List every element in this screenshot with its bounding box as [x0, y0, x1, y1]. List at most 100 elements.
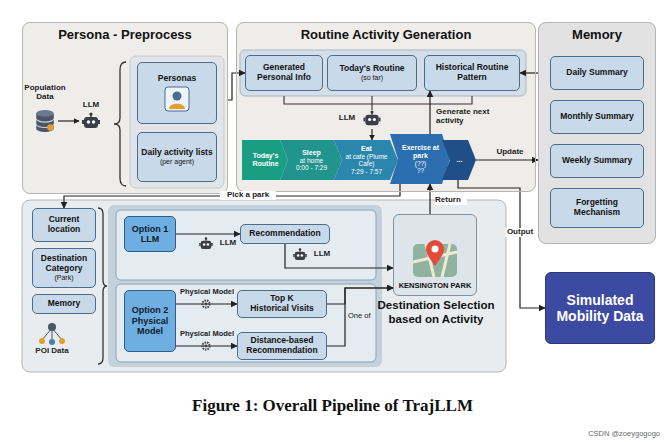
map-icon: [412, 238, 458, 278]
box-text: at home: [300, 157, 324, 164]
process-box: Personas: [137, 62, 217, 124]
box-text: (so far): [361, 74, 383, 82]
chevron-shape: [334, 140, 398, 180]
process-box: Distance-basedRecommendation: [237, 332, 327, 360]
panel: MemoryDaily SummaryMonthly SummaryWeekly…: [538, 22, 656, 244]
database-icon: [36, 110, 53, 132]
persona-icon: [169, 104, 185, 109]
group-ground: [240, 50, 526, 96]
input-box: Destination Category(Park): [32, 248, 96, 288]
box-text: Today's Routine: [339, 64, 404, 74]
box-text: Historical Routine Pattern: [428, 63, 516, 83]
timeline-step: Exercise at park(??)??: [390, 134, 450, 184]
panel-heading: Memory: [539, 23, 655, 42]
panel-heading: Destination Selection based on Activity: [368, 299, 504, 327]
timeline-step: Sleepat home0:00 - 7:29: [280, 140, 342, 180]
map-box: KENSINGTON PARKDestination Selection bas…: [393, 214, 477, 296]
llm-icon: [199, 237, 213, 249]
llm-icon: [363, 110, 380, 125]
icon-label: LLM: [334, 114, 360, 123]
icon-label: LLM: [79, 101, 103, 110]
group-ground: [108, 205, 382, 367]
box-text: KENSINGTON PARK: [399, 281, 472, 290]
box-text: Option 1: [132, 224, 169, 234]
timeline-step: Today's Routine: [242, 140, 288, 180]
output-box: Simulated Mobility Data: [545, 272, 655, 344]
icon-label: POI Data: [28, 347, 76, 356]
panel-ground: [236, 22, 536, 192]
chevron-shape: [242, 140, 288, 180]
box-text: LLM: [141, 234, 160, 244]
box-text: Memory: [48, 299, 81, 309]
map-pin: [432, 246, 439, 253]
persona-icon: [173, 92, 182, 101]
box-text: ...: [457, 156, 463, 164]
timeline-step: Eatat cafe (Plume Cafe)7:29 - 7:57: [334, 140, 398, 180]
chevron-shape: [442, 140, 476, 180]
connector: [64, 184, 400, 208]
watermark: CSDN @zoeygogogo: [545, 430, 660, 438]
box-text: 0:00 - 7:29: [296, 164, 327, 171]
box-text: (??): [415, 160, 427, 167]
box-text: Recommendation: [246, 346, 317, 356]
process-box: Today's Routine(so far): [327, 55, 417, 91]
option-box: Option 2Physical Model: [124, 290, 176, 352]
figure-caption: Figure 1: Overall Pipeline of TrajLLM: [0, 396, 665, 416]
connector: [327, 288, 393, 346]
chevron-shape: [390, 134, 450, 184]
edge-label: Output: [505, 228, 535, 237]
connector: [476, 159, 538, 160]
process-box: Recommendation: [240, 224, 330, 244]
panel: Persona - PreprocessPersonasDaily activi…: [22, 22, 228, 194]
flow-arrow: [371, 129, 372, 140]
box-text: Simulated Mobility Data: [549, 292, 651, 324]
box-text: Forgetting Mechanism: [554, 198, 640, 218]
process-box: Historical Routine Pattern: [424, 55, 520, 91]
edge-label: Pick a park: [220, 191, 276, 200]
process-box: Top KHistorical Visits: [237, 290, 327, 318]
box-text: 7:29 - 7:57: [351, 168, 382, 175]
box-text: Option 2: [132, 305, 169, 315]
box-text: Weekly Summary: [562, 156, 632, 166]
connector: [285, 244, 393, 268]
flow-arrow: [58, 120, 79, 121]
poi-icon: [39, 323, 65, 345]
option-box: Option 1LLM: [124, 216, 176, 252]
memory-box: Daily Summary: [550, 56, 644, 90]
panel-heading: Routine Activity Generation: [237, 23, 535, 42]
icon-label: Physical Model: [178, 288, 236, 296]
box-text: at cafe (Plume Cafe): [343, 153, 390, 168]
connector: [429, 91, 430, 134]
icon-label: One of: [348, 312, 375, 320]
panel-ground: [538, 22, 656, 244]
box-text: Today's Routine: [251, 152, 280, 168]
memory-box: Weekly Summary: [550, 144, 644, 178]
timeline-step: ...: [442, 140, 476, 180]
box-text: Monthly Summary: [560, 112, 634, 122]
group-ground: [116, 284, 376, 362]
connector: [429, 184, 430, 214]
bracket: [114, 62, 126, 186]
edge-label: Generate next activity: [436, 108, 508, 126]
map-pin: [426, 240, 444, 266]
gear-icon: [202, 300, 209, 307]
box-text: (Park): [54, 274, 73, 282]
box-text: Recommendation: [249, 229, 320, 239]
memory-box: Forgetting Mechanism: [550, 188, 644, 228]
box-text: Distance-based: [251, 336, 314, 346]
bracket: [98, 208, 107, 364]
box-text: ??: [417, 167, 424, 174]
box-text: Eat: [361, 145, 372, 153]
icon-label: Population Data: [19, 84, 71, 102]
chevron-shape: [390, 134, 450, 184]
llm-icon: [82, 112, 100, 128]
box-text: Generated Personal Info: [249, 63, 319, 83]
group-ground: [130, 56, 224, 188]
persona-icon: [164, 86, 190, 112]
box-text: Physical Model: [128, 316, 172, 337]
memory-box: Monthly Summary: [550, 100, 644, 134]
box-text: Exercise at park: [399, 144, 442, 160]
box-text: Daily activity lists: [141, 148, 212, 158]
edge-label: Return: [435, 196, 467, 205]
persona-icon: [165, 87, 189, 111]
